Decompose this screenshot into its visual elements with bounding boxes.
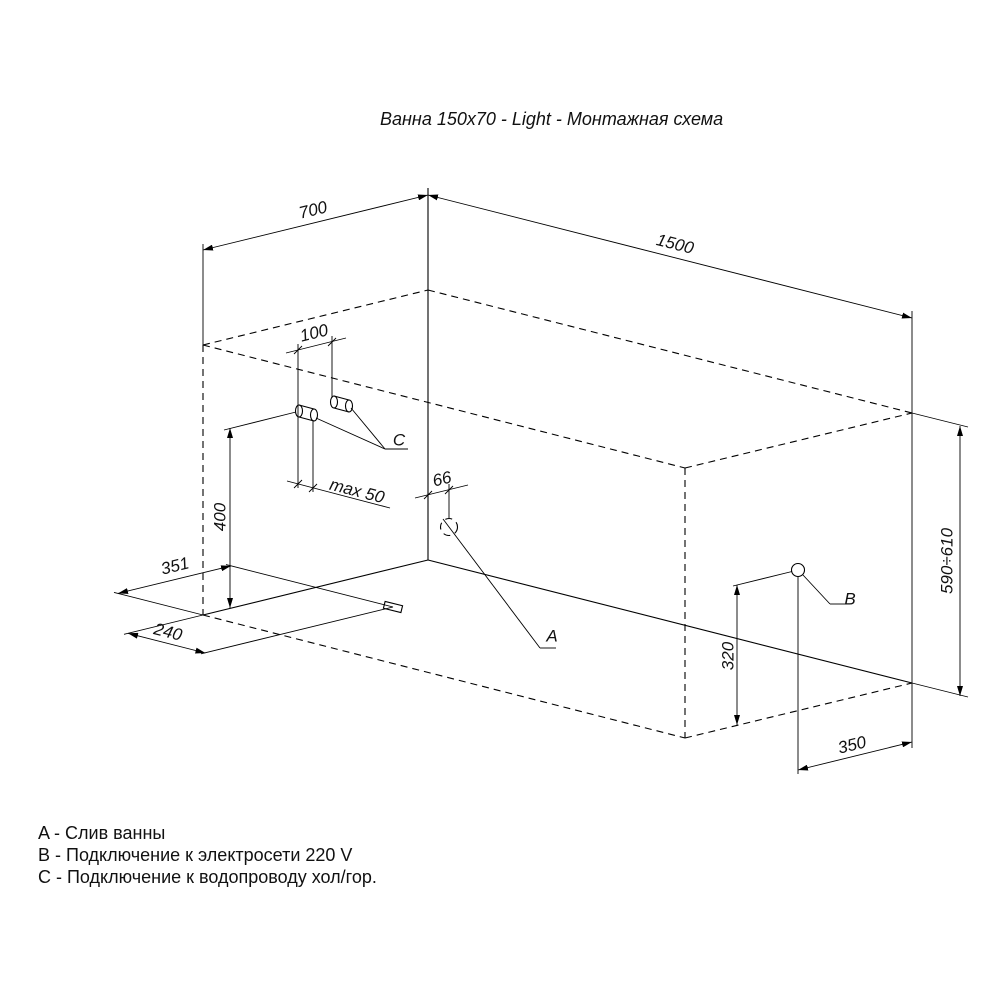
water-connection-c: C <box>294 395 408 450</box>
tick-mark <box>293 345 303 355</box>
marker-label-b: B <box>844 590 855 609</box>
dimension-label-c-height: 400 <box>211 502 230 531</box>
leader-line-c1 <box>315 417 386 450</box>
leader-line-a <box>442 518 541 649</box>
pipe-top-edge <box>298 404 315 410</box>
dimension-width: 700 <box>202 194 429 345</box>
pipe-bottom-edge <box>333 407 350 413</box>
leader-line-b <box>802 574 831 605</box>
tick-mark <box>327 337 337 347</box>
pipe-cold-icon <box>294 404 319 422</box>
dimension-label-a-offset: 66 <box>431 467 454 490</box>
top-right-edge <box>684 412 913 469</box>
legend-item-c: C - Подключение к водопроводу хол/гор. <box>38 867 377 887</box>
tick-mark <box>308 483 318 493</box>
power-connection-b: B <box>790 562 856 609</box>
leader-line-c2 <box>350 407 386 450</box>
pipe-hot-icon <box>329 395 354 413</box>
extension-line-corner <box>113 591 204 616</box>
top-front-edge <box>202 344 686 469</box>
extension-line-top <box>732 571 793 587</box>
tick-mark <box>423 490 433 500</box>
marker-label-a: A <box>545 627 557 646</box>
pipe-bottom-edge <box>298 416 315 422</box>
drain-connection-a: A <box>382 517 558 649</box>
extension-line-top <box>911 412 969 428</box>
dimension-label-b-height: 320 <box>719 641 738 670</box>
pipe-top-edge <box>333 395 350 401</box>
bottom-front-edge <box>202 614 686 739</box>
legend: A - Слив ванны B - Подключение к электро… <box>38 823 377 887</box>
tick-mark <box>293 479 303 489</box>
extension-line-top <box>223 411 297 431</box>
dimension-line-width <box>202 194 429 251</box>
bottom-right-edge <box>684 682 913 739</box>
dimension-line-c-spacing <box>285 337 347 354</box>
power-outlet-icon <box>790 562 806 578</box>
legend-item-b: B - Подключение к электросети 220 V <box>38 845 352 865</box>
tick-mark <box>444 485 454 495</box>
marker-label-c: C <box>393 431 406 450</box>
dimension-b-height: 320 <box>719 571 793 725</box>
dimension-line-b-offset <box>797 741 913 771</box>
dimension-line-c-offset <box>286 480 391 509</box>
top-left-edge <box>202 289 429 346</box>
dimension-a-offset: 66 <box>414 467 469 518</box>
diagram-title: Ванна 150x70 - Light - Монтажная схема <box>380 109 723 129</box>
dimension-line-a-side <box>117 565 232 594</box>
legend-item-a: A - Слив ванны <box>38 823 165 843</box>
extension-line-corner <box>123 614 204 635</box>
extension-line-drain <box>225 564 394 608</box>
floor-back-edge <box>427 559 913 684</box>
dimension-line-a-offset <box>414 484 469 499</box>
dimension-line-a-end <box>127 632 206 654</box>
dimension-line-length <box>427 194 913 319</box>
dimension-label-height: 590÷610 <box>938 527 957 594</box>
drain-hole-icon <box>439 517 459 537</box>
extension-line-drain <box>200 606 394 655</box>
dimension-length: 1500 <box>427 194 913 748</box>
dimension-height: 590÷610 <box>911 412 969 698</box>
